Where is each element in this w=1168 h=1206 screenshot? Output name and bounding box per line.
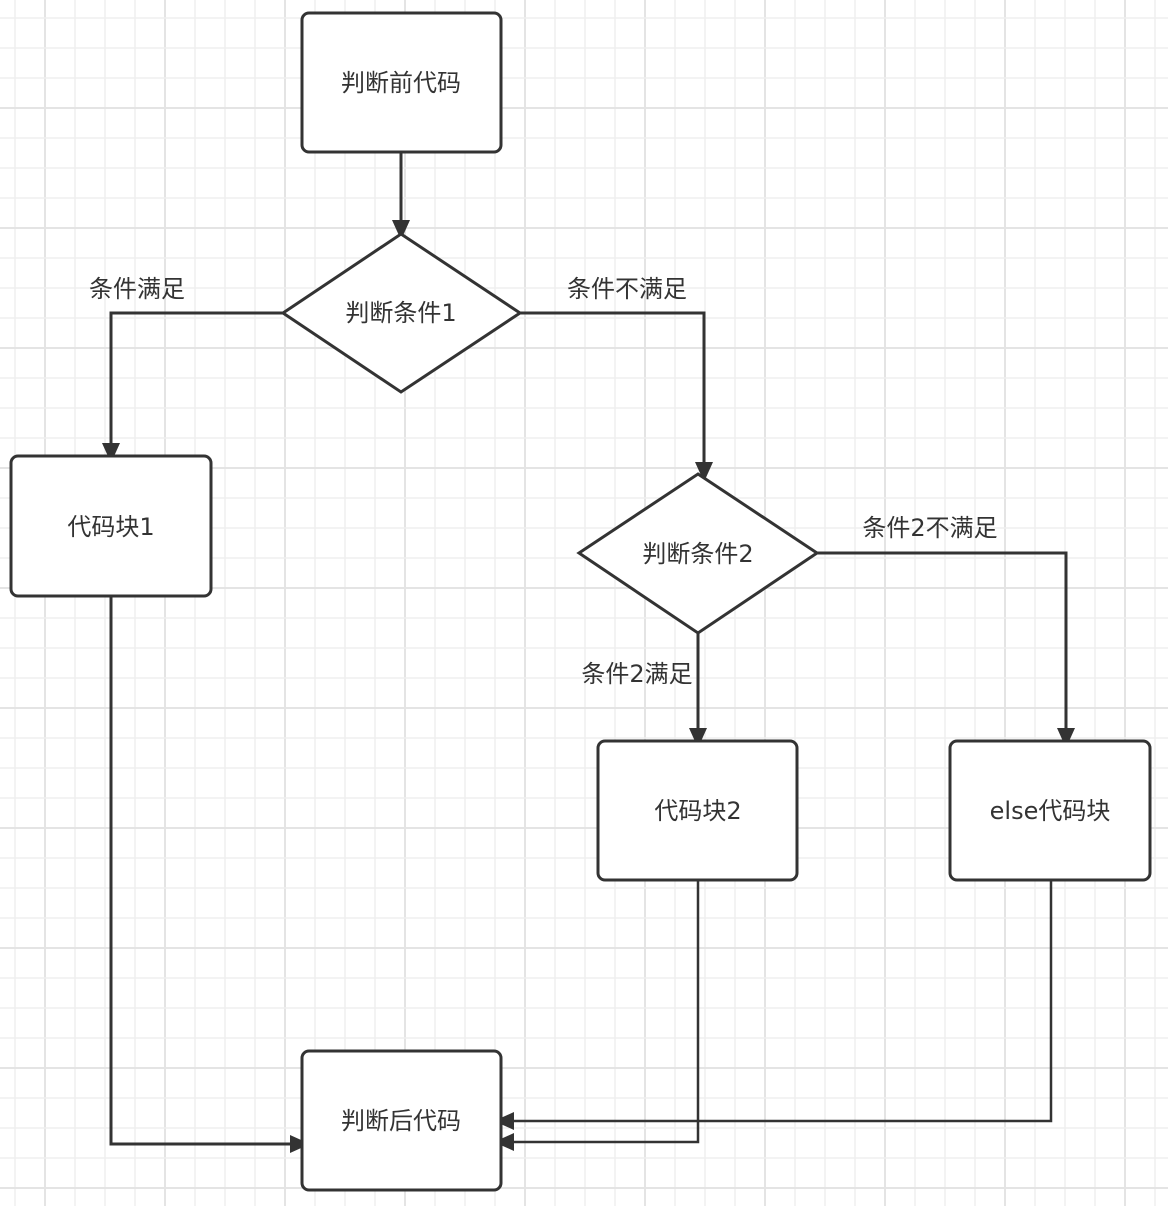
node-cond2-shape[interactable] <box>576 472 820 635</box>
edge-block2-to-after <box>494 880 700 1151</box>
node-cond2-label: 判断条件2 <box>642 540 753 568</box>
edge-cond1-to-block1 <box>102 311 283 463</box>
node-block1-label: 代码块1 <box>67 513 154 541</box>
edge-label-cond1-no: 条件不满足 <box>567 275 687 303</box>
node-else-shape[interactable] <box>948 739 1152 882</box>
edge-else-to-after <box>494 880 1053 1130</box>
node-after-shape[interactable] <box>300 1049 503 1192</box>
node-block1-shape[interactable] <box>9 454 213 598</box>
node-after-label: 判断后代码 <box>341 1107 461 1135</box>
node-cond1-label: 判断条件1 <box>345 299 456 327</box>
node-block2-label: 代码块2 <box>654 797 741 825</box>
edge-block1-to-after <box>109 596 310 1153</box>
node-cond1-shape[interactable] <box>280 232 523 394</box>
edge-cond2-to-else <box>817 551 1075 748</box>
node-before-label: 判断前代码 <box>341 69 461 97</box>
edge-label-cond2-yes: 条件2满足 <box>581 660 692 688</box>
edge-cond1-to-cond2 <box>520 311 713 482</box>
node-before-shape[interactable] <box>300 11 503 154</box>
node-block2-shape[interactable] <box>596 739 799 882</box>
edge-label-cond1-yes: 条件满足 <box>89 275 185 303</box>
node-else-label: else代码块 <box>990 797 1111 825</box>
edge-label-cond2-no: 条件2不满足 <box>862 514 997 542</box>
